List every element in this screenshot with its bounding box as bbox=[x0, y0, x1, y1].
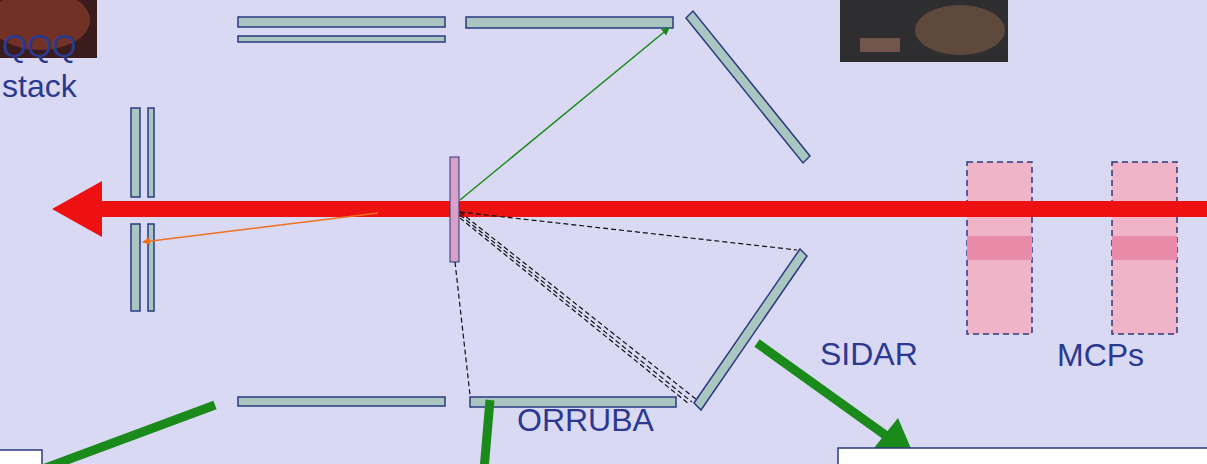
detector-label: QQQ stack bbox=[2, 26, 94, 106]
photo-detail bbox=[860, 38, 900, 52]
pointer-arrows bbox=[40, 343, 888, 464]
beam bbox=[95, 201, 1207, 217]
detector-label: SIDAR bbox=[820, 334, 950, 374]
target bbox=[450, 157, 459, 262]
photo-detail bbox=[915, 5, 1005, 55]
text-panel bbox=[838, 448, 1207, 464]
mcp-detectors bbox=[967, 162, 1177, 334]
photo bbox=[840, 0, 1008, 62]
beam-arrowhead bbox=[52, 181, 102, 237]
particle-track bbox=[143, 213, 378, 242]
text-panel bbox=[0, 450, 42, 464]
detector-label: ORRUBA bbox=[517, 400, 687, 440]
particle-track bbox=[460, 28, 669, 200]
detector-label: MCPs bbox=[1057, 335, 1167, 375]
dashed-tracks bbox=[455, 212, 797, 404]
